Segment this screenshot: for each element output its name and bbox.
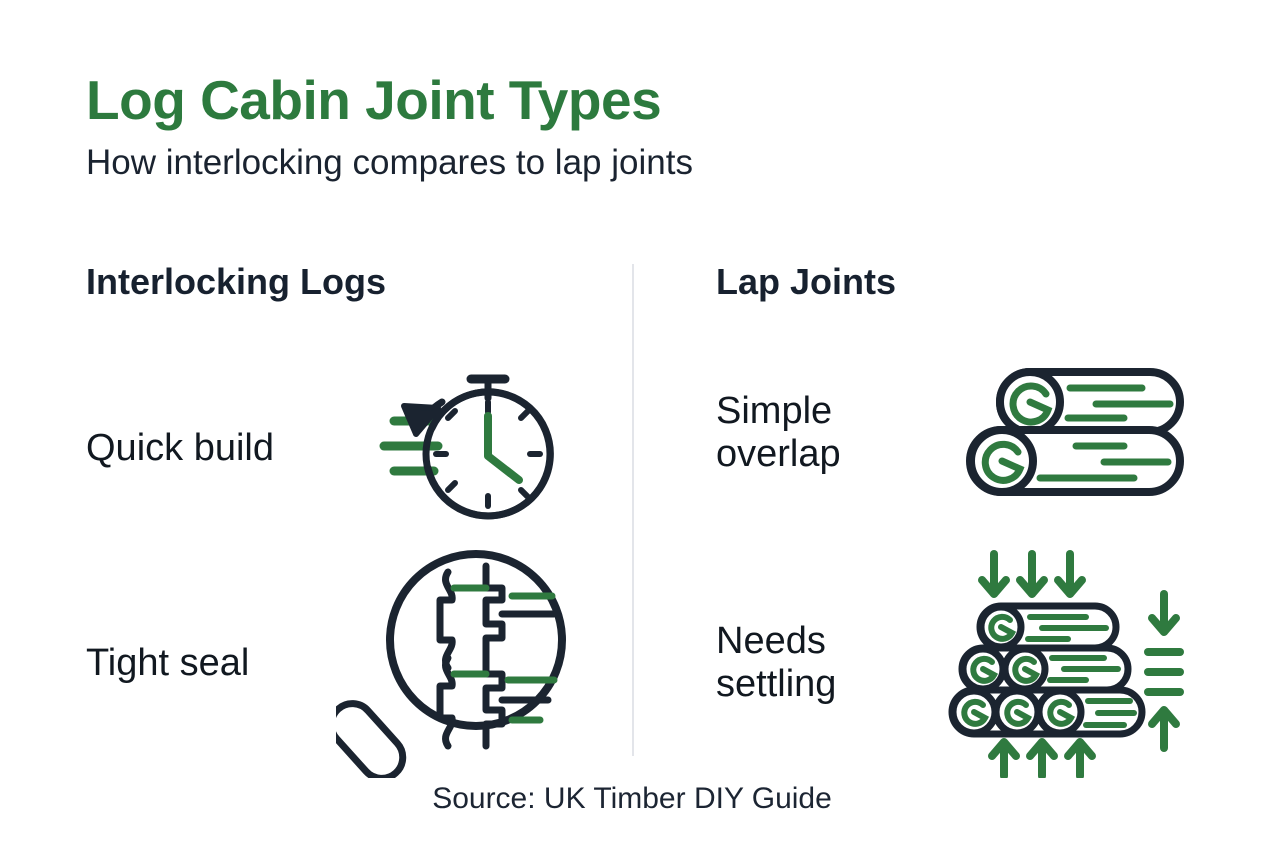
- column-lap-joints: Lap Joints: [716, 262, 1264, 302]
- column-divider: [632, 264, 634, 756]
- feature-row-needs-settling: Needs settling: [716, 548, 1196, 778]
- feature-label-needs-settling: Needs settling: [716, 620, 837, 705]
- source-note: Source: UK Timber DIY Guide: [432, 782, 832, 815]
- header: Log Cabin Joint Types How interlocking c…: [86, 72, 1186, 184]
- stopwatch-speed-icon: [376, 368, 576, 528]
- page-subtitle: How interlocking compares to lap joints: [86, 143, 693, 183]
- column-heading-left: Interlocking Logs: [86, 261, 387, 302]
- page-title: Log Cabin Joint Types: [86, 69, 662, 131]
- magnifier-interlock-joint-icon: [336, 548, 576, 778]
- feature-label-tight-seal: Tight seal: [86, 641, 250, 684]
- feature-row-simple-overlap: Simple overlap: [716, 358, 1196, 508]
- feature-row-tight-seal: Tight seal: [86, 548, 606, 778]
- feature-label-simple-overlap: Simple overlap: [716, 390, 841, 475]
- column-heading-right: Lap Joints: [716, 261, 897, 302]
- two-overlapping-logs-icon: [956, 358, 1196, 508]
- feature-label-quick-build: Quick build: [86, 426, 274, 469]
- column-interlocking-logs: Interlocking Logs: [86, 262, 642, 302]
- log-stack-compression-icon: [946, 548, 1196, 778]
- feature-row-quick-build: Quick build: [86, 368, 606, 528]
